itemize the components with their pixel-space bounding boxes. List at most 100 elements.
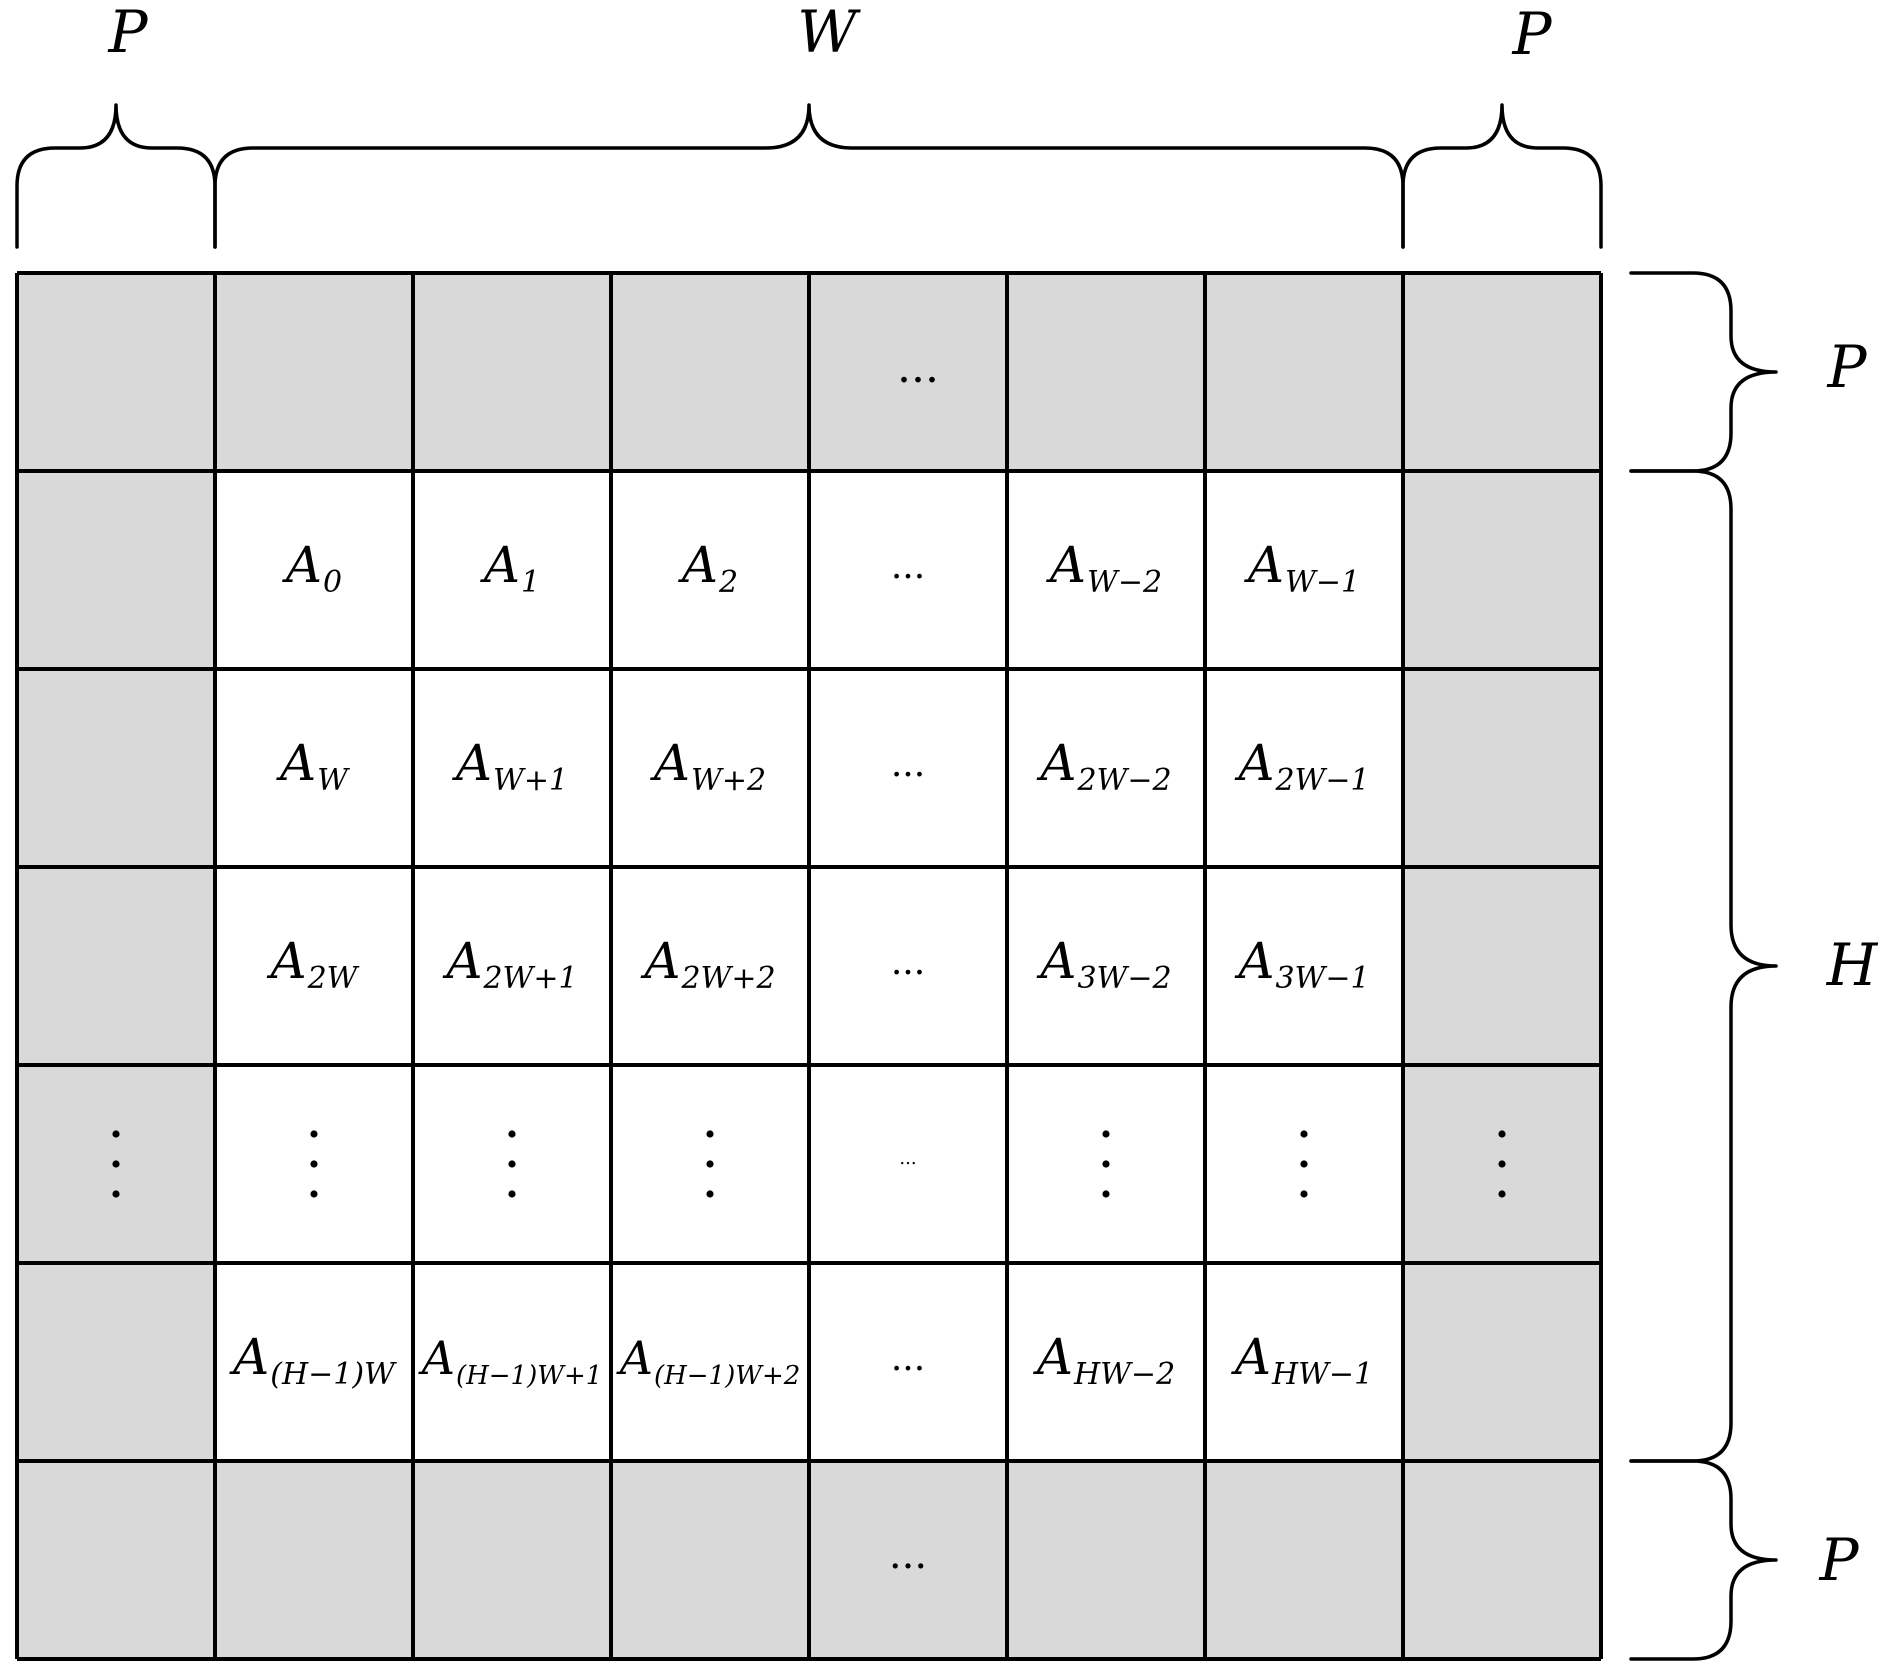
core-vdots-4-6 [1300,1130,1308,1198]
element-base: A [616,1331,653,1385]
core-element-3-1: A2W [266,932,359,996]
core-cell-1-6 [1205,471,1403,669]
element-subscript: W+1 [493,763,568,798]
element-base: A [1036,932,1076,990]
pad-cell-0-5 [1007,273,1205,471]
pad-cell-0-0 [17,273,215,471]
top-width-brace [213,103,1405,249]
pad-cell-0-1 [215,273,413,471]
core-element-2-2: AW+1 [452,734,568,798]
core-vdots-4-2 [508,1130,516,1198]
core-vdots-4-5 [1102,1130,1110,1198]
pad-cell-2-0 [17,669,215,867]
element-subscript: W−2 [1087,565,1162,600]
core-element-5-1: A(H−1)W [229,1328,397,1392]
element-subscript: 3W−1 [1275,961,1369,996]
core-cell-2-6 [1205,669,1403,867]
core-cell-5-2 [413,1263,611,1461]
top-right-pad-label: P [1511,0,1552,68]
core-vdots-4-1 [310,1130,318,1198]
core-cell-3-6 [1205,867,1403,1065]
core-element-1-2: A1 [480,536,540,600]
core-element-2-1: AW [276,734,350,798]
core-cell-3-2 [413,867,611,1065]
element-subscript: 2W−2 [1076,763,1171,798]
core-element-1-1: A0 [282,536,342,600]
element-subscript: 3W−2 [1077,961,1171,996]
element-base: A [1046,536,1086,594]
element-base: A [282,536,322,594]
pad-cell-0-3 [611,273,809,471]
element-subscript: 2W [307,961,360,996]
element-base: A [418,1331,455,1385]
core-cell-5-3 [611,1263,809,1461]
core-element-3-6: A3W−1 [1234,932,1369,996]
right-height-label: H [1826,931,1879,999]
core-ellipsis-5-4: ... [891,1338,925,1379]
dimension-labels: P W P P H P [107,0,1878,1594]
right-bottom-pad-brace [1629,1459,1778,1661]
pad-cell-0-7 [1403,273,1601,471]
pad-bottom-ellipsis: ... [889,1532,927,1578]
core-element-5-6: AHW−1 [1231,1328,1373,1392]
element-subscript: W−1 [1285,565,1360,600]
core-element-5-3: A(H−1)W+2 [616,1331,801,1391]
element-subscript: HW−1 [1271,1357,1373,1392]
core-cell-5-4 [809,1263,1007,1461]
core-ellipsis-4-4: ... [899,1148,916,1169]
core-element-3-2: A2W+1 [442,932,577,996]
core-cell-2-3 [611,669,809,867]
element-subscript: 0 [323,565,342,600]
top-right-pad-brace [1401,103,1603,249]
grid-cells [17,273,1601,1659]
brace-group [15,103,1778,1661]
pad-cell-0-6 [1205,273,1403,471]
pad-cell-5-7 [1403,1263,1601,1461]
pad-cell-3-0 [17,867,215,1065]
element-subscript: (H−1)W+1 [456,1361,602,1391]
top-left-pad-brace [15,103,217,249]
right-height-brace [1629,469,1778,1463]
right-top-pad-label: P [1826,333,1867,401]
pad-cell-6-2 [413,1461,611,1659]
core-cell-5-1 [215,1263,413,1461]
core-cell-1-5 [1007,471,1205,669]
element-base: A [650,734,690,792]
element-subscript: W [317,763,350,798]
pad-cell-6-7 [1403,1461,1601,1659]
pad-cell-6-0 [17,1461,215,1659]
core-element-5-5: AHW−2 [1033,1328,1175,1392]
element-subscript: 2W+2 [680,961,775,996]
core-cell-5-6 [1205,1263,1403,1461]
core-cell-3-1 [215,867,413,1065]
core-element-3-3: A2W+2 [640,932,775,996]
core-cell-2-1 [215,669,413,867]
left-pad-vdots [112,1130,120,1198]
element-subscript: 2W−1 [1274,763,1369,798]
element-subscript: 2W+1 [482,961,577,996]
element-subscript: W+2 [691,763,766,798]
pad-cell-5-0 [17,1263,215,1461]
top-width-label: W [797,0,861,66]
core-element-3-5: A3W−2 [1036,932,1171,996]
element-subscript: 2 [718,565,738,600]
grid-lines [15,271,1603,1661]
core-element-1-6: AW−1 [1244,536,1360,600]
core-element-1-5: AW−2 [1046,536,1162,600]
core-cell-1-4 [809,471,1007,669]
element-base: A [640,932,680,990]
core-cell-3-3 [611,867,809,1065]
right-pad-vdots [1498,1130,1506,1198]
core-element-2-3: AW+2 [650,734,766,798]
element-base: A [452,734,492,792]
pad-cell-1-7 [1403,471,1601,669]
core-cell-3-5 [1007,867,1205,1065]
element-base: A [480,536,520,594]
pad-top-ellipsis: ... [897,342,939,393]
top-left-pad-label: P [107,0,148,66]
pad-cell-6-5 [1007,1461,1205,1659]
pad-cell-0-2 [413,273,611,471]
core-cell-3-4 [809,867,1007,1065]
element-base: A [1234,932,1274,990]
